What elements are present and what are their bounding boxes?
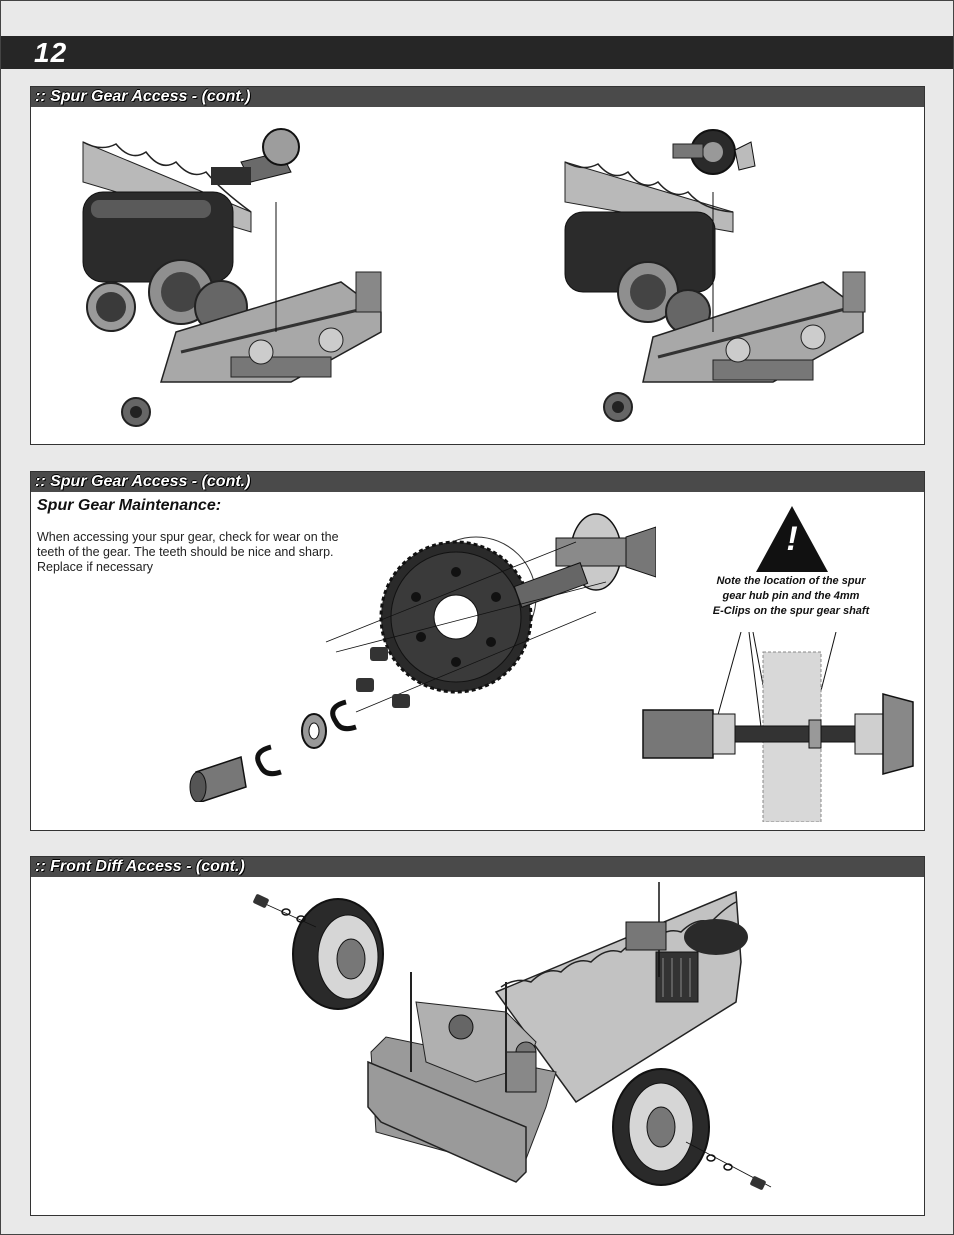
warning-note-line: E-Clips on the spur gear shaft <box>712 605 870 617</box>
front-right-wheel <box>612 1068 710 1186</box>
gear-hub <box>513 513 656 608</box>
section-title: :: Front Diff Access - (cont.) <box>35 858 245 875</box>
front-bumper <box>367 1060 527 1183</box>
section-spur-gear-maintenance: :: Spur Gear Access - (cont.) Spur Gear … <box>30 471 925 831</box>
drive-cup <box>189 756 247 802</box>
bearing <box>301 713 327 749</box>
instruction-line: teeth of the gear. The teeth should be n… <box>37 545 334 559</box>
spur-gear <box>379 540 533 694</box>
gear-screws <box>356 647 410 708</box>
instruction-line: When accessing your spur gear, check for… <box>37 530 339 544</box>
instruction-text: When accessing your spur gear, check for… <box>37 530 447 575</box>
header-band <box>1 36 953 69</box>
warning-note: Note the location of the spur gear hub p… <box>681 574 901 619</box>
section-front-diff-access: :: Front Diff Access - (cont.) <box>30 856 925 1216</box>
instruction-line: Replace if necessary <box>37 560 154 574</box>
section-spur-gear-access-1: :: Spur Gear Access - (cont.) <box>30 86 925 445</box>
section-header: :: Front Diff Access - (cont.) <box>31 857 924 877</box>
spur-gear-shaft-detail <box>642 632 914 822</box>
warning-icon <box>756 506 828 572</box>
warning-glyph: ! <box>786 520 798 558</box>
chassis-rear-illustration-right <box>564 129 866 422</box>
front-diff-chassis-illustration <box>253 882 772 1190</box>
front-left-wheel <box>292 898 384 1010</box>
section-title: :: Spur Gear Access - (cont.) <box>35 473 251 490</box>
section-header: :: Spur Gear Access - (cont.) <box>31 472 924 492</box>
chassis-rear-illustration-left <box>82 128 382 427</box>
page-number: 12 <box>34 37 68 68</box>
warning-note-line: gear hub pin and the 4mm <box>722 590 860 602</box>
warning-note-line: Note the location of the spur <box>716 575 866 587</box>
spur-gear-exploded-illustration <box>189 513 656 802</box>
subheading: Spur Gear Maintenance: <box>37 497 222 514</box>
section-title: :: Spur Gear Access - (cont.) <box>35 88 251 105</box>
section-header: :: Spur Gear Access - (cont.) <box>31 87 924 107</box>
